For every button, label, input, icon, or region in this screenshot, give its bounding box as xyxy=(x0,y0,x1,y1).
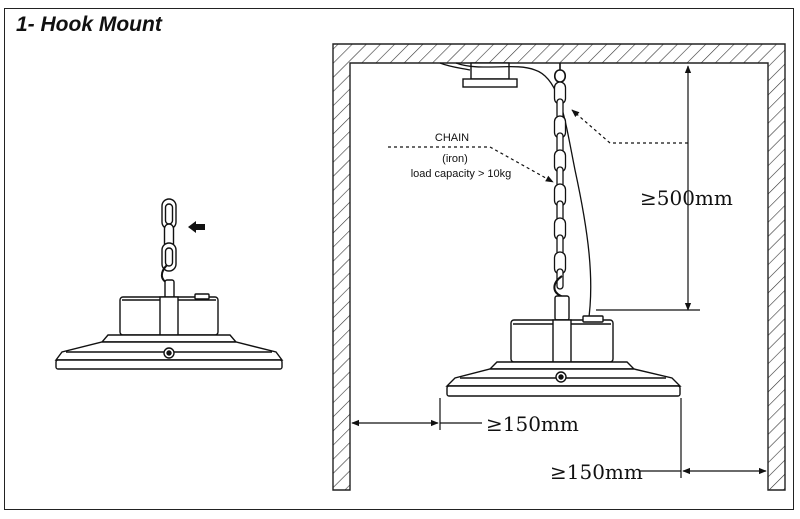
ceiling-and-walls xyxy=(332,43,786,491)
ceiling-gap-value: ≥500mm xyxy=(640,186,733,210)
power-cable xyxy=(455,62,592,325)
dimension-ceiling-gap xyxy=(571,65,700,311)
chain-links xyxy=(553,81,567,290)
hanging-chain xyxy=(553,63,567,83)
left-wall-gap-value: ≥150mm xyxy=(486,412,579,436)
page-title: 1- Hook Mount xyxy=(16,13,162,36)
chain-capacity-label: load capacity > 10kg xyxy=(411,168,512,180)
right-wall-gap-value: ≥150mm xyxy=(550,460,643,484)
room-structure xyxy=(332,43,786,491)
lens-ring xyxy=(55,359,283,370)
ceiling-box xyxy=(439,62,592,325)
dimension-left-wall-gap xyxy=(351,398,482,430)
right-fixture xyxy=(445,275,682,397)
diagram-frame xyxy=(4,8,794,510)
left-fixture-detail xyxy=(54,198,284,370)
chain-label: CHAIN xyxy=(435,132,469,144)
dimension-right-wall-gap xyxy=(640,398,767,478)
lens-ring xyxy=(446,385,681,397)
chain-material-label: (iron) xyxy=(442,153,468,165)
ceiling-hook xyxy=(553,63,567,83)
chain-arrow-icon xyxy=(188,221,205,233)
chain-callout: CHAIN (iron) load capacity > 10kg xyxy=(388,132,554,183)
